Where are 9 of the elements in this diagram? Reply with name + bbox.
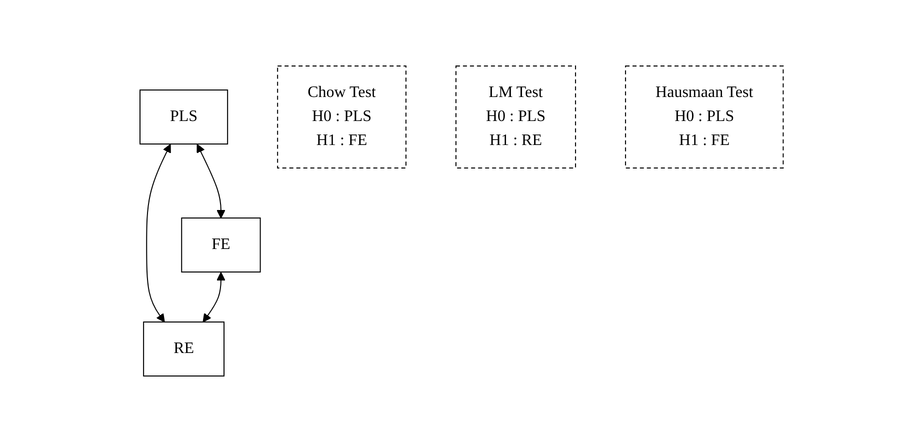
- arrow: [203, 272, 226, 322]
- arrow: [197, 143, 226, 218]
- node-box: Chow Test H0 : PLS H1 : FE: [277, 65, 407, 168]
- node-box: Hausmaan Test H0 : PLS H1 : FE: [625, 65, 784, 168]
- node-box: PLS: [140, 89, 228, 144]
- node-box: FE: [182, 217, 262, 272]
- arrow: [146, 143, 172, 322]
- node-box: LM Test H0 : PLS H1 : RE: [456, 65, 576, 168]
- node-box: RE: [143, 321, 225, 376]
